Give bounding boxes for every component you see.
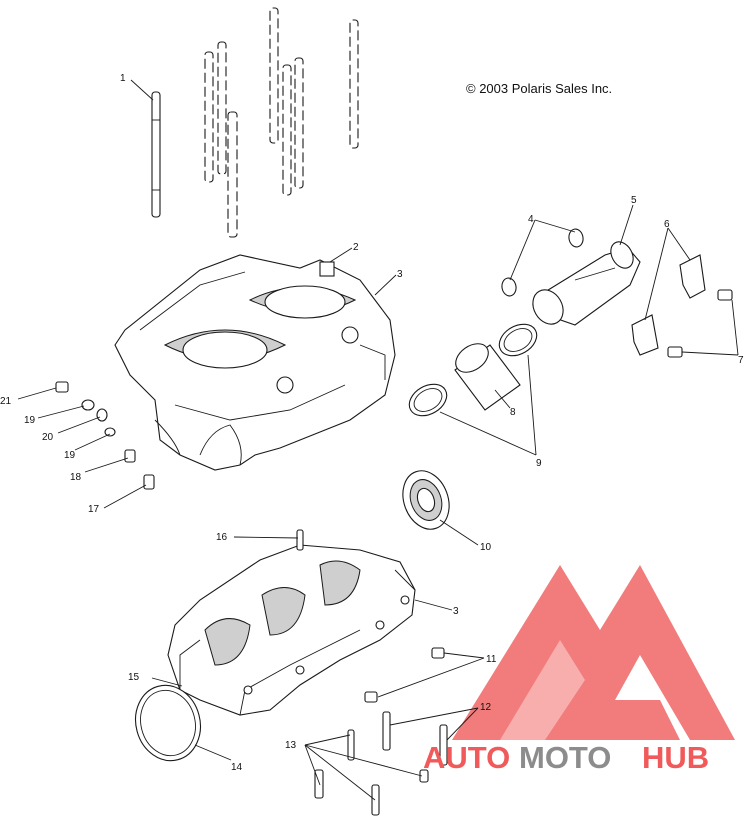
callout-19-top: 19 <box>24 415 36 426</box>
bolt-13-c <box>371 784 380 816</box>
callout-9: 9 <box>536 458 542 469</box>
callout-3-upper: 3 <box>397 269 403 280</box>
dowel-16 <box>296 529 304 551</box>
intake-boot-5 <box>532 241 641 326</box>
callout-11: 11 <box>486 654 497 665</box>
bolt-13-d <box>419 769 429 783</box>
lower-crankcase <box>167 544 416 716</box>
callout-15: 15 <box>128 672 140 683</box>
watermark-text-auto: AUTO <box>423 740 510 775</box>
bracket-20 <box>96 408 108 422</box>
stud-1 <box>151 91 161 218</box>
bolt-21 <box>55 381 69 393</box>
left-hardware <box>55 381 155 490</box>
callout-20: 20 <box>42 432 54 443</box>
bolt-18 <box>124 449 136 463</box>
callout-19-bottom: 19 <box>64 450 76 461</box>
stud-5 <box>269 7 279 144</box>
washer-19-top <box>81 399 95 411</box>
o-ring-14 <box>135 684 201 762</box>
callout-8: 8 <box>510 407 516 418</box>
callout-numbers: 1 2 3 3 4 5 6 7 8 9 10 11 12 13 14 15 16… <box>0 73 744 773</box>
bottom-hardware <box>296 529 448 816</box>
stud-2 <box>204 51 214 183</box>
stud-3 <box>217 41 227 175</box>
stud-8 <box>349 19 359 149</box>
callout-6: 6 <box>664 219 670 230</box>
bolt-13-a <box>347 729 355 761</box>
watermark-logo <box>452 565 735 740</box>
stud-12-left <box>382 711 391 751</box>
washer-19-bottom <box>104 427 116 437</box>
callout-7: 7 <box>738 355 744 366</box>
upper-crankcase <box>114 254 396 471</box>
callout-12: 12 <box>480 702 492 713</box>
watermark-text: AUTO MOTO HUB <box>423 740 709 775</box>
stud-12-right <box>439 724 448 766</box>
plug-11-top <box>431 647 445 659</box>
watermark-text-moto: MOTO <box>519 740 611 775</box>
callout-16: 16 <box>216 532 228 543</box>
callout-21: 21 <box>0 396 12 407</box>
watermark-logo-inner <box>500 640 585 740</box>
clamps-9 <box>408 323 538 417</box>
callout-18: 18 <box>70 472 82 483</box>
screws-7 <box>667 289 733 358</box>
plug-11-bottom <box>364 691 378 703</box>
watermark-text-hub: HUB <box>642 740 709 775</box>
callout-3-lower: 3 <box>453 606 459 617</box>
o-rings-4 <box>501 228 584 297</box>
sleeve-8 <box>454 343 521 411</box>
callout-17: 17 <box>88 504 100 515</box>
leader-lines <box>17 79 739 801</box>
callout-14: 14 <box>231 762 243 773</box>
watermark-logo-mark <box>452 565 735 740</box>
callout-2: 2 <box>353 242 359 253</box>
cylinder-studs <box>151 7 359 238</box>
pin-17 <box>143 474 155 490</box>
callout-4: 4 <box>528 214 534 225</box>
copyright-notice: © 2003 Polaris Sales Inc. <box>466 81 612 96</box>
stud-6 <box>282 64 292 196</box>
callout-13: 13 <box>285 740 297 751</box>
seal-10 <box>402 470 450 530</box>
callout-1: 1 <box>120 73 126 84</box>
callout-5: 5 <box>631 195 637 206</box>
brackets-6 <box>631 254 706 356</box>
stud-4 <box>227 111 238 238</box>
stud-7 <box>294 57 304 189</box>
callout-10: 10 <box>480 542 492 553</box>
